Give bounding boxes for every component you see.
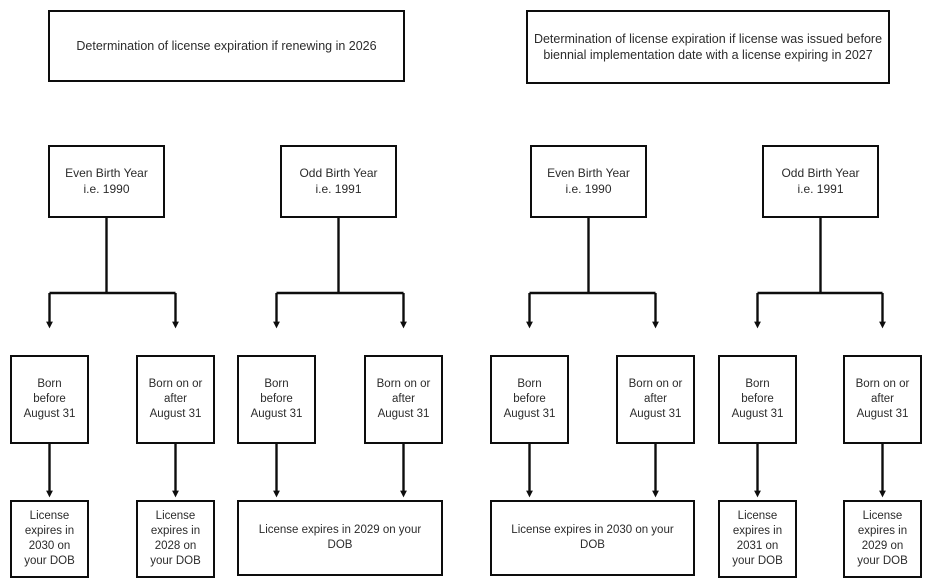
result-box-2028-renewing: License expires in 2028 on your DOB <box>136 500 215 578</box>
section-header-text: Determination of license expiration if l… <box>533 31 883 63</box>
condition-box-even-right-after: Born on or after August 31 <box>616 355 695 444</box>
result-label: License expires in 2031 on your DOB <box>732 509 783 568</box>
condition-label: Born before August 31 <box>250 377 303 421</box>
result-label: License expires in 2029 on your DOB <box>857 509 908 568</box>
condition-box-even-left-after: Born on or after August 31 <box>136 355 215 444</box>
condition-label: Born on or after August 31 <box>148 377 203 421</box>
birth-year-label: Even Birth Year i.e. 1990 <box>547 165 630 196</box>
connector-odd-right-split <box>754 218 886 329</box>
birth-year-box-even-left: Even Birth Year i.e. 1990 <box>48 145 165 218</box>
condition-box-even-right-before: Born before August 31 <box>490 355 569 444</box>
result-box-2029-renewing: License expires in 2029 on your DOB <box>237 500 443 576</box>
condition-box-even-left-before: Born before August 31 <box>10 355 89 444</box>
result-label: License expires in 2029 on your DOB <box>258 523 422 551</box>
birth-year-label: Odd Birth Year i.e. 1991 <box>299 165 378 196</box>
section-header-text: Determination of license expiration if r… <box>76 38 377 53</box>
condition-box-odd-left-before: Born before August 31 <box>237 355 316 444</box>
birth-year-box-odd-right: Odd Birth Year i.e. 1991 <box>762 145 879 218</box>
birth-year-box-odd-left: Odd Birth Year i.e. 1991 <box>280 145 397 218</box>
birth-year-label: Even Birth Year i.e. 1990 <box>65 165 148 196</box>
condition-box-odd-right-before: Born before August 31 <box>718 355 797 444</box>
connector-odd-left-split <box>273 218 407 329</box>
condition-label: Born before August 31 <box>503 377 556 421</box>
result-label: License expires in 2030 on your DOB <box>24 509 75 568</box>
birth-year-label: Odd Birth Year i.e. 1991 <box>781 165 860 196</box>
section-header-renewing-2026: Determination of license expiration if r… <box>48 10 405 82</box>
result-box-2030-renewing: License expires in 2030 on your DOB <box>10 500 89 578</box>
condition-label: Born on or after August 31 <box>855 377 910 421</box>
section-header-issued-before-biennial-2027: Determination of license expiration if l… <box>526 10 890 84</box>
condition-label: Born before August 31 <box>23 377 76 421</box>
result-label: License expires in 2030 on your DOB <box>511 523 674 551</box>
result-label: License expires in 2028 on your DOB <box>150 509 201 568</box>
connector-even-right-split <box>526 218 659 329</box>
result-box-2029-issued-before: License expires in 2029 on your DOB <box>843 500 922 578</box>
connector-even-left-split <box>46 218 179 329</box>
result-box-2030-issued-before: License expires in 2030 on your DOB <box>490 500 695 576</box>
result-box-2031-issued-before: License expires in 2031 on your DOB <box>718 500 797 578</box>
condition-label: Born before August 31 <box>731 377 784 421</box>
condition-label: Born on or after August 31 <box>628 377 683 421</box>
condition-box-odd-left-after: Born on or after August 31 <box>364 355 443 444</box>
condition-label: Born on or after August 31 <box>376 377 431 421</box>
connector-condition-to-result <box>46 444 886 498</box>
condition-box-odd-right-after: Born on or after August 31 <box>843 355 922 444</box>
birth-year-box-even-right: Even Birth Year i.e. 1990 <box>530 145 647 218</box>
